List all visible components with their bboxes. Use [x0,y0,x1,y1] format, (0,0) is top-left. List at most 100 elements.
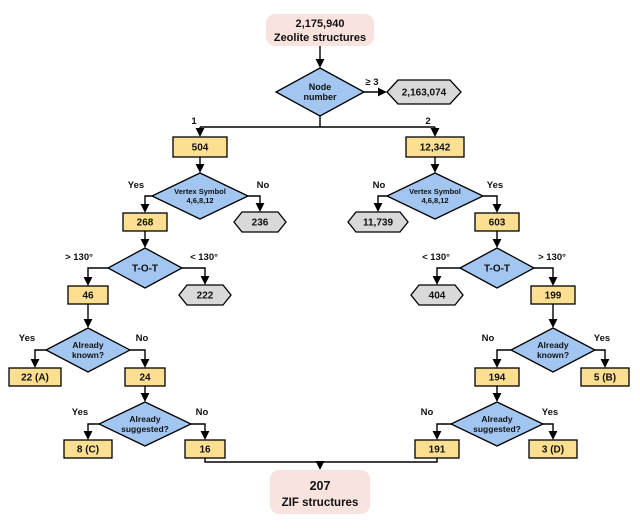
edge-label-vertex-left-yes: Yes [128,180,144,191]
edge-vertex-left-no [248,195,265,212]
rejected-node-number-hexagon [386,79,462,105]
edge-branch-split [200,116,435,128]
count-5B-box [580,367,630,387]
rejected-222-count: 222 [197,291,214,302]
edge-suggested-left-no [191,423,210,440]
rejected-404-count: 404 [429,291,446,302]
count-194-box [474,367,520,387]
count-3D-box [528,439,578,459]
rejected-node-number-count: 2,163,074 [402,88,447,99]
node-number-line1: Node [309,82,332,92]
count-268-box [122,212,168,232]
vertex-left-line2: 4,6,8,12 [186,196,213,205]
count-12342-box [405,136,465,158]
edge-known-left-no [130,349,150,368]
rejected-236-count: 236 [252,218,269,229]
already-known-decision-right [509,327,597,373]
edge-label-known-left-no: No [136,333,149,344]
count-199-box [530,285,576,305]
edge-label-vertex-left-no: No [257,180,270,191]
count-191-box [414,439,460,459]
suggested-right-line2: suggested? [473,424,521,434]
count-194: 194 [489,373,506,384]
edge-tot-left-pass [83,267,108,286]
edge-suggested-right-no [432,423,451,440]
known-right-line2: known? [537,350,569,360]
count-22A: 22 (A) [21,373,49,384]
edge-tot-left-fail [182,267,210,285]
node-number-line2: number [303,92,337,102]
rejected-236-hexagon [233,211,287,233]
already-suggested-decision-left [97,401,193,447]
edge-label-known-right-yes: Yes [594,333,610,344]
known-right-line1: Already [537,340,568,350]
suggested-left-line2: suggested? [121,424,169,434]
suggested-right-line1: Already [481,414,512,424]
rejected-11739-count: 11,739 [363,218,393,229]
edge-label-known-right-no: No [482,333,495,344]
count-24: 24 [139,373,151,384]
edge-vertex-right-yes [483,195,502,213]
edge-label-branch2: 2 [425,116,430,127]
known-left-line2: known? [72,350,104,360]
edge-vertex-left-yes [140,195,152,213]
vertex-right-line2: 4,6,8,12 [421,196,448,205]
edge-label-ge3: ≥ 3 [365,77,378,88]
already-suggested-decision-right [449,401,545,447]
connectors [30,46,610,470]
count-191: 191 [429,445,446,456]
start-terminal [266,14,374,46]
edge-vertex-right-no [373,195,387,212]
count-16-box [184,439,226,459]
tot-left-label: T-O-T [132,264,158,275]
vertex-right-line1: Vertex Symbol [409,187,461,196]
edge-known-left-yes [30,349,46,368]
count-8C-box [63,439,113,459]
count-8C: 8 (C) [77,445,99,456]
vertex-symbol-decision-left [150,172,250,220]
edge-label-known-left-yes: Yes [19,333,35,344]
count-504: 504 [192,143,209,154]
count-603: 603 [489,218,506,229]
count-16: 16 [199,445,211,456]
known-left-line1: Already [72,340,103,350]
tot-decision-left [106,247,184,289]
count-504-box [172,136,228,158]
count-268: 268 [137,218,154,229]
end-label: ZIF structures [282,497,359,509]
edge-label-vertex-right-no: No [373,180,386,191]
rejected-222-hexagon [178,284,232,306]
edge-label-suggested-right-yes: Yes [542,407,558,418]
tot-decision-right [458,247,536,289]
start-count: 2,175,940 [296,18,345,30]
count-603-box [474,212,520,232]
count-12342: 12,342 [420,143,451,154]
count-199: 199 [545,291,562,302]
count-3D: 3 (D) [542,445,564,456]
end-terminal [270,470,370,514]
tot-right-label: T-O-T [484,264,510,275]
start-label: Zeolite structures [274,32,366,44]
count-46: 46 [82,291,94,302]
count-46-box [67,285,109,305]
edge-label-tot-left-gt130: > 130° [65,252,93,263]
edge-known-right-yes [595,349,610,368]
count-5B: 5 (B) [594,373,616,384]
rejected-404-hexagon [410,284,464,306]
edge-suggested-right-yes [543,423,558,440]
edge-merge-skeleton [204,458,438,463]
edge-label-tot-right-lt130: < 130° [422,252,450,263]
edge-label-tot-right-gt130: > 130° [538,252,566,263]
end-count: 207 [310,479,331,493]
edge-known-right-no [492,349,511,368]
count-24-box [124,367,166,387]
edge-tot-right-pass [534,267,558,286]
count-22A-box [8,367,62,387]
edge-suggested-left-yes [83,423,99,440]
edge-label-suggested-left-yes: Yes [72,407,88,418]
rejected-11739-hexagon [347,211,409,233]
already-known-decision-left [44,327,132,373]
vertex-symbol-decision-right [385,172,485,220]
